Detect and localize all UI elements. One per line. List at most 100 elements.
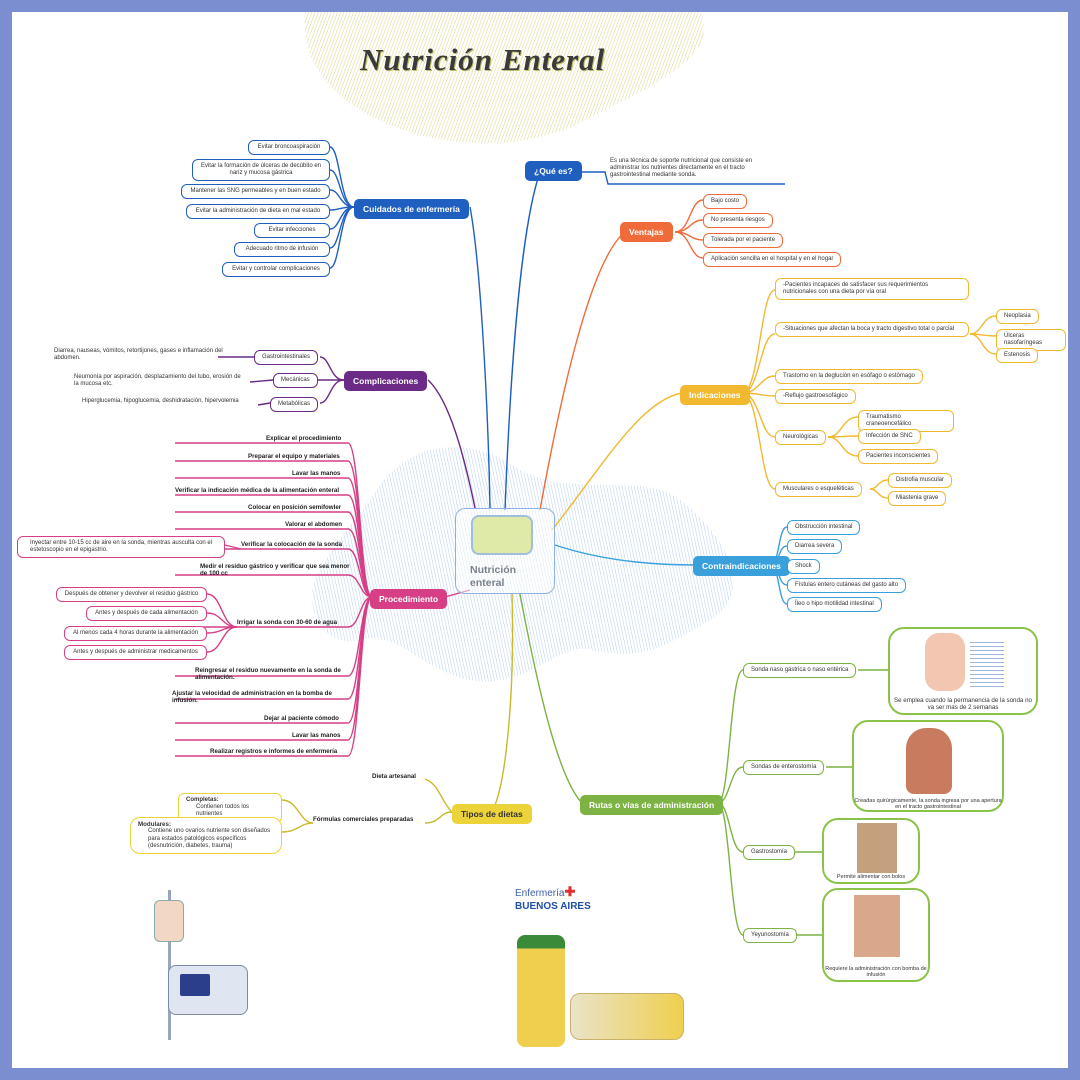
procedimiento-step[interactable]: Verificar la colocación de la sonda [241,541,343,548]
connector-line [329,146,355,208]
formula-modulares[interactable]: Modulares: Contiene uno ovarios nutrient… [130,817,282,854]
verificar-sonda-detail[interactable]: Inyectar entre 10-15 cc de aire en la so… [17,536,225,559]
branch-cuidados[interactable]: Cuidados de enfermería [354,199,469,220]
ruta-item[interactable]: Sondas de enterostomía [743,760,825,776]
contra-item[interactable]: Fístulas entero cutáneas del gasto alto [787,578,907,594]
procedimiento-step[interactable]: Reingresar el residuo nuevamente en la s… [195,667,341,682]
center-node[interactable]: Nutrición enteral [455,508,555,594]
neuro-subitem[interactable]: Pacientes inconscientes [858,449,939,465]
indicacion-subitem[interactable]: Neoplasia [996,309,1039,325]
neuro-subitem[interactable]: Infección de SNC [858,429,921,445]
connector-line [249,379,274,383]
complicacion-tipo[interactable]: Metabólicas [270,397,319,413]
indicacion-musculares[interactable]: Musculares o esqueléticas [775,482,862,498]
formulas-comerciales[interactable]: Fórmulas comerciales preparadas [313,816,414,823]
anatomy-labels [970,639,1004,687]
connector-line [281,822,314,833]
ruta-item[interactable]: Sonda naso gástrica o naso entérica [743,663,857,679]
branch-indicaciones[interactable]: Indicaciones [680,385,750,406]
gastrostomy-photo [857,823,897,873]
procedimiento-step[interactable]: Explicar el procedimiento [266,435,342,442]
indicacion-item[interactable]: Trastorno en la deglución en esófago o e… [775,369,923,385]
complicacion-tipo[interactable]: Mecánicas [273,373,318,389]
procedimiento-step[interactable]: Realizar registros e informes de enferme… [210,748,338,755]
indicacion-item[interactable]: -Pacientes incapaces de satisfacer sus r… [775,278,969,301]
logo-cross-icon: ✚ [564,884,576,899]
pump-screen [180,974,210,996]
connector-line [206,626,238,653]
branch-ventajas[interactable]: Ventajas [620,222,673,243]
procedimiento-step[interactable]: Dejar al paciente cómodo [264,715,339,722]
cuidado-item[interactable]: Evitar la administración de dieta en mal… [186,204,330,220]
procedimiento-step[interactable]: Lavar las manos [292,470,341,477]
contra-item[interactable]: Íleo o hipo motilidad intestinal [787,597,882,613]
procedimiento-step[interactable]: Verificar la indicación médica de la ali… [175,487,340,494]
page-title: Nutrición Enteral [360,42,606,77]
contra-item[interactable]: Obstrucción intestinal [787,520,861,536]
connector-line [329,206,355,269]
connector-line [827,436,859,457]
modulares-title: Modulares: [138,821,172,828]
connector-line [827,416,859,438]
ruta-caption: Se emplea cuando la permanencia de la so… [894,697,1032,711]
procedimiento-step[interactable]: Colocar en posición semifowler [248,504,342,511]
indicacion-subitem[interactable]: Estenosis [996,348,1039,364]
connector-line [427,379,476,509]
ruta-item[interactable]: Yeyunostomía [743,928,797,944]
connector-line [717,802,744,936]
branch-procedimiento[interactable]: Procedimiento [370,589,448,610]
procedimiento-step[interactable]: Lavar las manos [292,732,341,739]
contra-item[interactable]: Diarrea severa [787,539,843,555]
procedimiento-step[interactable]: Valorar el abdomen [285,521,343,528]
ruta-caption: Requiere la administración con bomba de … [825,966,927,978]
ruta-card-yeyunostomia: Requiere la administración con bomba de … [822,888,930,982]
branch-que-es[interactable]: ¿Qué es? [525,161,582,182]
cuidado-item[interactable]: Adecuado ritmo de infusión [234,242,330,258]
irrigar-subitem[interactable]: Antes y después de administrar medicamen… [64,645,207,661]
que-es-definition: Es una técnica de soporte nutricional qu… [610,158,753,179]
connector-line [175,574,373,598]
complicacion-tipo[interactable]: Gastrointestinales [254,350,319,366]
ventaja-item[interactable]: Tolerada por el paciente [703,233,784,249]
cuidado-item[interactable]: Mantener las SNG permeables y en buen es… [181,184,330,200]
irrigar-subitem[interactable]: Al menos cada 4 horas durante la aliment… [64,626,207,642]
connector-line [554,544,696,566]
connector-line [741,333,776,394]
cuidado-item[interactable]: Evitar y controlar complicaciones [222,262,330,278]
irrigar-subitem[interactable]: Después de obtener y devolver el residuo… [56,587,207,603]
ruta-item[interactable]: Gastrostomía [743,845,796,861]
connector-line [257,402,271,406]
complicacion-desc: Hiperglucemia, hipoglucemia, deshidratac… [82,398,239,404]
branch-contraindicaciones[interactable]: Contraindicaciones [693,556,790,577]
ruta-card-enterostomia: Creadas quirúrgicamente, la sonda ingres… [852,720,1004,812]
musc-subitem[interactable]: Miastenia grave [888,491,947,507]
ventaja-item[interactable]: Bajo costo [703,194,748,210]
neuro-subitem[interactable]: Traumatismo craneoencefálico [858,410,954,433]
branch-rutas[interactable]: Rutas o vías de administración [580,795,724,816]
modulares-desc: Contiene uno ovarios nutriente son diseñ… [148,828,271,849]
connector-line [175,596,373,628]
procedimiento-step[interactable]: Irrigar la sonda con 30-60 de agua [237,619,338,626]
branch-tipos-dietas[interactable]: Tipos de dietas [452,804,532,825]
connector-line [969,315,997,335]
title-blob [304,12,704,144]
indicacion-neurologicas[interactable]: Neurológicas [775,430,827,446]
cuidado-item[interactable]: Evitar broncoaspiración [248,140,330,156]
ruta-card-nasogastrica: Se emplea cuando la permanencia de la so… [888,627,1038,715]
indicacion-item[interactable]: -Reflujo gastroesofágico [775,389,856,405]
contra-item[interactable]: Shock [787,559,820,575]
procedimiento-step[interactable]: Medir el residuo gástrico y verificar qu… [200,563,350,578]
ventaja-item[interactable]: Aplicación sencilla en el hospital y en … [703,252,842,268]
irrigar-subitem[interactable]: Antes y después de cada alimentación [86,606,207,622]
logo-line1: Enfermería [515,888,565,899]
branch-complicaciones[interactable]: Complicaciones [344,371,428,392]
musc-subitem[interactable]: Distrofia muscular [888,473,953,489]
procedimiento-step[interactable]: Ajustar la velocidad de administración e… [172,690,332,705]
cuidado-item[interactable]: Evitar infecciones [254,223,330,239]
cuidado-item[interactable]: Evitar la formación de úlceras de decúbi… [192,159,330,182]
dieta-artesanal[interactable]: Dieta artesanal [372,773,417,780]
connector-line [969,333,997,355]
ventaja-item[interactable]: No presenta riesgos [703,213,773,229]
indicacion-item[interactable]: -Situaciones que afectan la boca y tract… [775,322,969,338]
procedimiento-step[interactable]: Preparar el equipo y materiales [248,453,340,460]
